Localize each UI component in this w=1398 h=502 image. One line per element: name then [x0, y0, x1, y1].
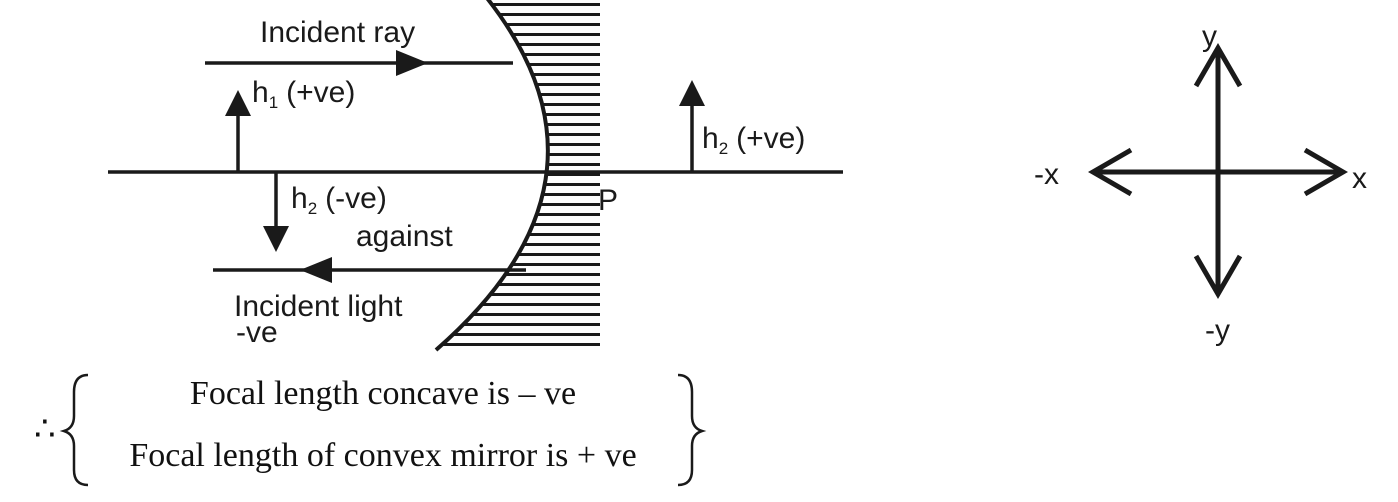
x-positive-label: x: [1352, 162, 1367, 195]
x-positive-arrowhead: [1303, 147, 1348, 197]
therefore-symbol: ∴: [34, 411, 56, 448]
pole-label: P: [598, 184, 618, 217]
conclusion-equation: ∴ Focal length concave is – ve Focal len…: [34, 373, 707, 487]
incident-light-label: Incident light: [234, 290, 403, 323]
y-negative-label: -y: [1205, 314, 1230, 347]
mirror-hatching: [436, 0, 600, 350]
x-negative-label: -x: [1034, 158, 1059, 191]
incident-ray: [205, 50, 513, 76]
h2-negative-label: h2(-ve): [291, 182, 387, 218]
h1-label: h1(+ve): [252, 76, 355, 112]
incident-ray-arrowhead: [396, 50, 428, 76]
equation-line-2: Focal length of convex mirror is + ve: [129, 437, 636, 474]
incident-light-arrowhead: [300, 257, 332, 283]
mirror-reflecting-surface: [434, 0, 550, 352]
left-brace: [59, 373, 89, 487]
y-positive-arrowhead: [1193, 43, 1243, 88]
equation-line-1: Focal length concave is – ve: [190, 375, 576, 412]
y-negative-arrowhead: [1193, 254, 1243, 299]
concave-mirror: [434, 0, 600, 352]
h2-positive-arrow: [679, 80, 705, 172]
coordinate-axes: [1088, 43, 1348, 299]
h2-negative-arrow: [263, 172, 289, 252]
incident-light-ray: [213, 257, 526, 283]
y-positive-label: y: [1202, 20, 1217, 53]
against-label: against: [356, 220, 453, 253]
h1-arrow: [225, 90, 251, 172]
right-brace: [677, 373, 707, 487]
h2-positive-label: h2(+ve): [702, 122, 805, 158]
x-negative-arrowhead: [1088, 147, 1133, 197]
negative-label: -ve: [236, 316, 278, 349]
incident-ray-label: Incident ray: [260, 16, 415, 49]
